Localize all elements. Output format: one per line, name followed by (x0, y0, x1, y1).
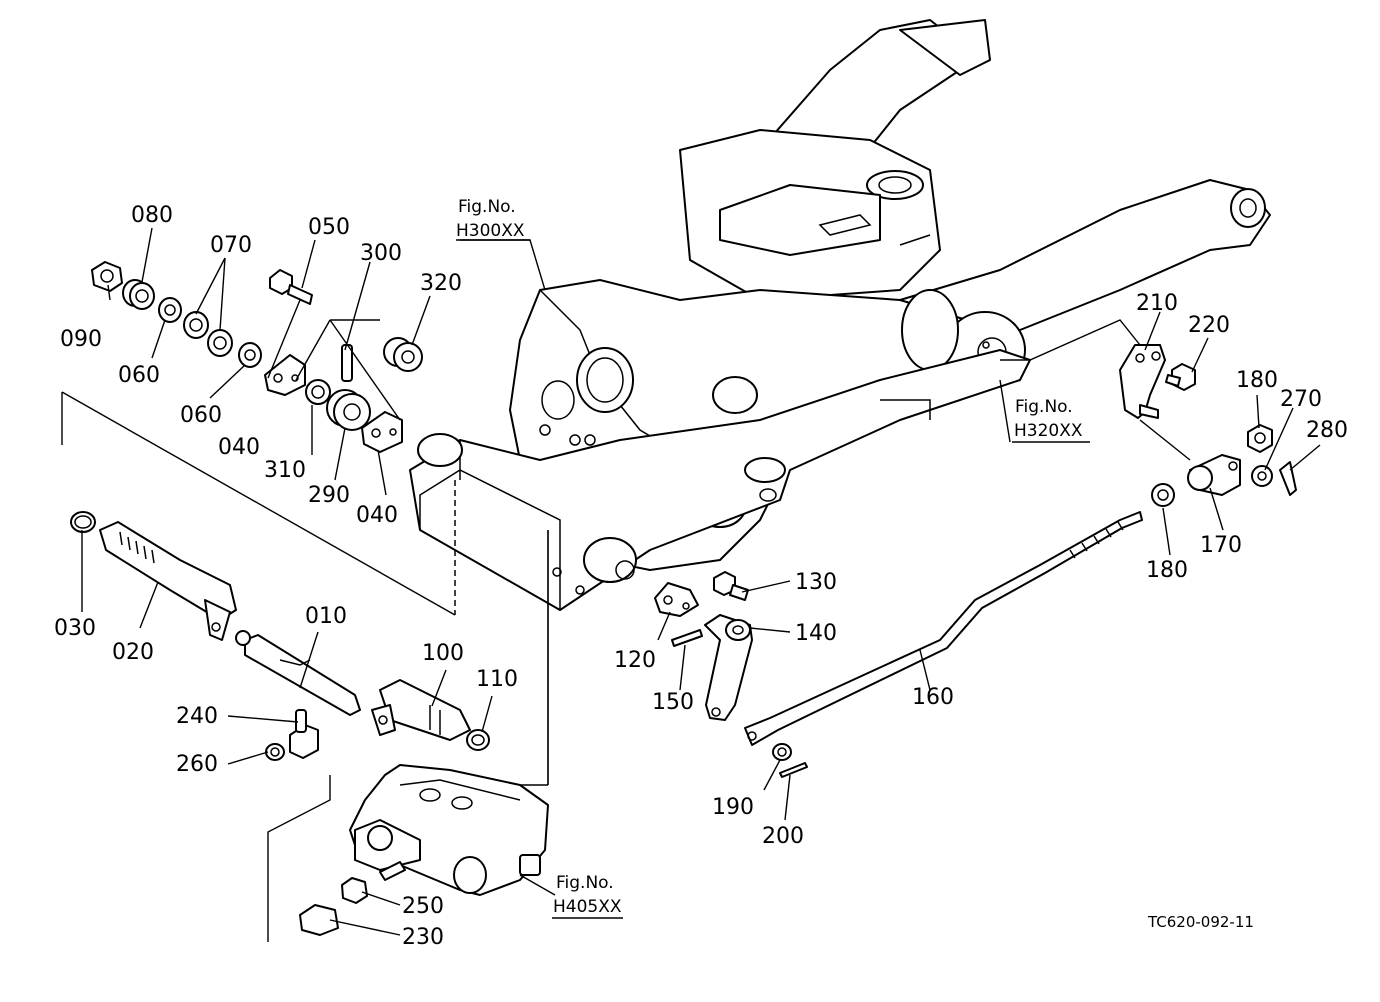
label-240: 240 (176, 704, 218, 729)
label-270: 270 (1280, 387, 1322, 412)
label-040-a: 040 (218, 435, 260, 460)
label-140: 140 (795, 621, 837, 646)
label-100: 100 (422, 641, 464, 666)
control-valve (299, 764, 549, 936)
label-120: 120 (614, 648, 656, 673)
label-130: 130 (795, 570, 837, 595)
label-180-b: 180 (1146, 558, 1188, 583)
label-300: 300 (360, 241, 402, 266)
label-090: 090 (60, 327, 102, 352)
label-320: 320 (420, 271, 462, 296)
transmission-housing (409, 19, 1271, 615)
label-230: 230 (402, 925, 444, 950)
label-080: 080 (131, 203, 173, 228)
fig-ref-h300-line2: H300XX (456, 221, 525, 241)
part-labels: 080 070 050 300 320 090 060 060 040 310 … (54, 203, 1348, 950)
label-150: 150 (652, 690, 694, 715)
label-010: 010 (305, 604, 347, 629)
label-310: 310 (264, 458, 306, 483)
label-050: 050 (308, 215, 350, 240)
label-110: 110 (476, 667, 518, 692)
fig-ref-h320-line2: H320XX (1014, 421, 1083, 441)
label-060-b: 060 (180, 403, 222, 428)
label-040-b: 040 (356, 503, 398, 528)
label-280: 280 (1306, 418, 1348, 443)
label-180-a: 180 (1236, 368, 1278, 393)
label-030: 030 (54, 616, 96, 641)
label-190: 190 (712, 795, 754, 820)
label-070: 070 (210, 233, 252, 258)
label-290: 290 (308, 483, 350, 508)
label-160: 160 (912, 685, 954, 710)
fig-ref-h300-line1: Fig.No. (458, 197, 516, 217)
drawing-code: TC620-092-11 (1147, 913, 1254, 931)
label-210: 210 (1136, 291, 1178, 316)
fig-ref-h405-line1: Fig.No. (556, 873, 614, 893)
label-020: 020 (112, 640, 154, 665)
label-260: 260 (176, 752, 218, 777)
label-200: 200 (762, 824, 804, 849)
label-170: 170 (1200, 533, 1242, 558)
figure-references: Fig.No. H300XX Fig.No. H320XX Fig.No. H4… (456, 197, 1083, 917)
leader-lines (81, 227, 1321, 936)
label-220: 220 (1188, 313, 1230, 338)
fig-ref-h405-line2: H405XX (553, 897, 622, 917)
linkage-hardware-upper-left (91, 261, 423, 453)
label-060-a: 060 (118, 363, 160, 388)
label-250: 250 (402, 894, 444, 919)
fig-ref-h320-line1: Fig.No. (1015, 397, 1073, 417)
control-shaft-assembly (70, 511, 490, 761)
right-linkage (654, 344, 1297, 778)
